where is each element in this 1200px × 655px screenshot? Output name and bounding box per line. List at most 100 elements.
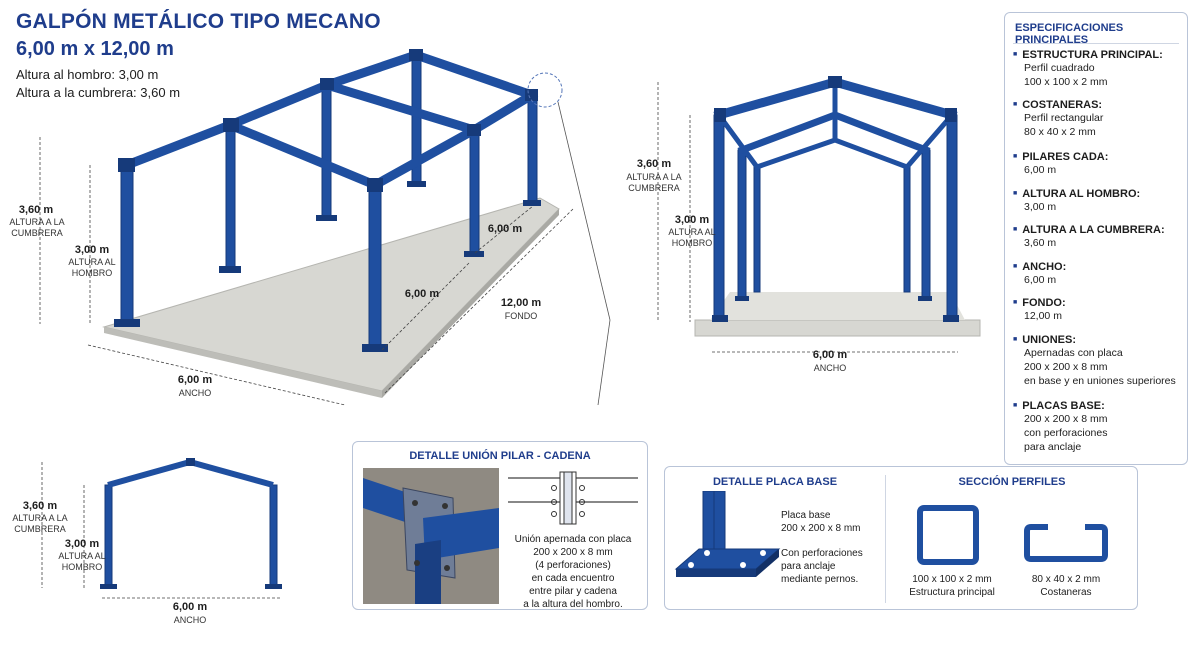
note-line: Estructura principal [909,587,995,598]
union-schematic [508,471,638,525]
note-line: a la altura del hombro. [523,599,623,610]
spec-label: ANCHO: [1013,261,1185,273]
spec-value: Perfil cuadrado [1024,62,1095,74]
front-width-label: ANCHO [813,363,847,373]
base-plate-note: Placa base 200 x 200 x 8 mm [781,509,885,535]
specs-panel: ESPECIFICACIONES PRINCIPALES ESTRUCTURA … [1004,12,1188,465]
spec-value: 200 x 200 x 8 mm [1024,413,1108,425]
column-front-back [225,124,236,271]
union-note: Unión apernada con placa 200 x 200 x 8 m… [503,533,643,611]
ridge-height-text: Altura a la cumbrera: 3,60 m [16,85,181,100]
elevation-view-drawing [41,458,282,599]
ridge-beam-2 [321,49,422,91]
column-mid-front [469,129,480,256]
column-mid-back [321,84,332,221]
elev-width: 6,00 m [172,601,208,613]
column-front-right [368,184,382,352]
base-plate-drawing [674,491,781,577]
persp-shoulder-label: ALTURA AL HOMBRO [68,257,116,278]
square-profile-icon [917,505,979,565]
note-line: entre pilar y cadena [529,586,617,597]
persp-bay-1: 6,00 m [404,288,440,300]
persp-width-label: ANCHO [178,388,212,398]
front-shoulder-height: 3,00 m [674,214,710,226]
note-line: 100 x 100 x 2 mm [912,574,992,585]
persp-shoulder-height: 3,00 m [74,244,110,256]
front-ridge-height: 3,60 m [636,158,672,170]
note-line: 80 x 40 x 2 mm [1031,574,1101,585]
spec-label: ALTURA A LA CUMBRERA: [1013,224,1185,236]
spec-value: en base y en uniones superiores [1024,375,1176,387]
spec-value: 12,00 m [1024,310,1062,322]
spec-width: ANCHO: 6,00 m [1013,261,1185,287]
note-line: Placa base [781,510,831,521]
spec-label: ESTRUCTURA PRINCIPAL: [1013,49,1185,61]
persp-width: 6,00 m [177,374,213,386]
front-view-drawing [657,76,981,353]
spec-label: PILARES CADA: [1013,151,1185,163]
spec-value: 80 x 40 x 2 mm [1024,126,1096,138]
spec-base-plates: PLACAS BASE: 200 x 200 x 8 mm con perfor… [1013,400,1185,454]
slab-edge-front [104,327,382,398]
spec-label: COSTANERAS: [1013,99,1185,111]
spec-label: PLACAS BASE: [1013,400,1185,412]
spec-value: para anclaje [1024,441,1082,453]
spec-column-spacing: PILARES CADA: 6,00 m [1013,151,1185,177]
square-profile-label: 100 x 100 x 2 mm Estructura principal [897,573,1007,599]
spec-value: 3,60 m [1024,237,1057,249]
note-line: (4 perforaciones) [535,560,611,571]
mid-column-left [737,149,747,301]
page-subtitle-dimensions: 6,00 m x 12,00 m [16,38,174,60]
persp-depth: 12,00 m [500,297,542,309]
spec-value: 6,00 m [1024,274,1057,286]
detail-base-section-box: DETALLE PLACA BASE Placa base 200 x 200 … [664,466,1138,610]
elev-width-label: ANCHO [173,615,207,625]
note-line: Unión apernada con placa [514,534,632,545]
note-line: Costaneras [1040,587,1092,598]
spec-joints: UNIONES: Apernadas con placa 200 x 200 x… [1013,334,1185,388]
spec-value: 200 x 200 x 8 mm [1024,361,1108,373]
eave-beam-2 [467,88,539,137]
spec-value: 6,00 m [1024,164,1057,176]
note-line: Con perforaciones [781,548,863,559]
spec-value: 3,00 m [1024,201,1057,213]
note-line: 200 x 200 x 8 mm [533,547,613,558]
slab-edge-side [382,209,559,398]
column-back-front [527,94,538,204]
sections-title: SECCIÓN PERFILES [958,476,1066,488]
spec-value: con perforaciones [1024,427,1108,439]
persp-ridge-label: ALTURA A LA CUMBRERA [9,217,65,238]
note-line: en cada encuentro [531,573,615,584]
zoom-circle [527,72,563,108]
mid-column-right [921,149,931,301]
rafter-front-right [224,119,381,191]
rafter-mid [321,79,480,136]
front-column-right [946,114,958,321]
base-holes-note: Con perforaciones para anclaje mediante … [781,547,885,586]
detail-base-title: DETALLE PLACA BASE [712,476,838,488]
detail-union-title: DETALLE UNIÓN PILAR - CADENA [409,450,591,462]
front-column-left [713,114,725,321]
front-shoulder-label: ALTURA AL HOMBRO [668,227,716,248]
spec-value: Apernadas con placa [1024,347,1123,359]
note-line: para anclaje [781,561,836,572]
rafter-back [410,49,538,101]
front-ridge-label: ALTURA A LA CUMBRERA [626,172,682,193]
c-profile-icon [1024,524,1108,562]
detail-union-box: DETALLE UNIÓN PILAR - CADENA Unión apern… [352,441,648,610]
elev-shoulder-label: ALTURA AL HOMBRO [58,551,106,572]
column-front-left [120,161,134,325]
shoulder-height-text: Altura al hombro: 3,00 m [16,67,159,82]
elev-ridge-height: 3,60 m [22,500,58,512]
persp-bay-2: 6,00 m [487,223,523,235]
note-line: 200 x 200 x 8 mm [781,523,861,534]
spec-shoulder-height: ALTURA AL HOMBRO: 3,00 m [1013,188,1185,214]
ridge-beam-1 [224,79,333,131]
page-title: GALPÓN METÁLICO TIPO MECANO [16,10,381,33]
union-photo [363,468,499,604]
base-plate [114,319,140,327]
rafter-front-left [121,119,236,171]
elev-ridge-label: ALTURA A LA CUMBRERA [12,513,68,534]
persp-ridge-height: 3,60 m [18,204,54,216]
spec-value: 100 x 100 x 2 mm [1024,76,1108,88]
